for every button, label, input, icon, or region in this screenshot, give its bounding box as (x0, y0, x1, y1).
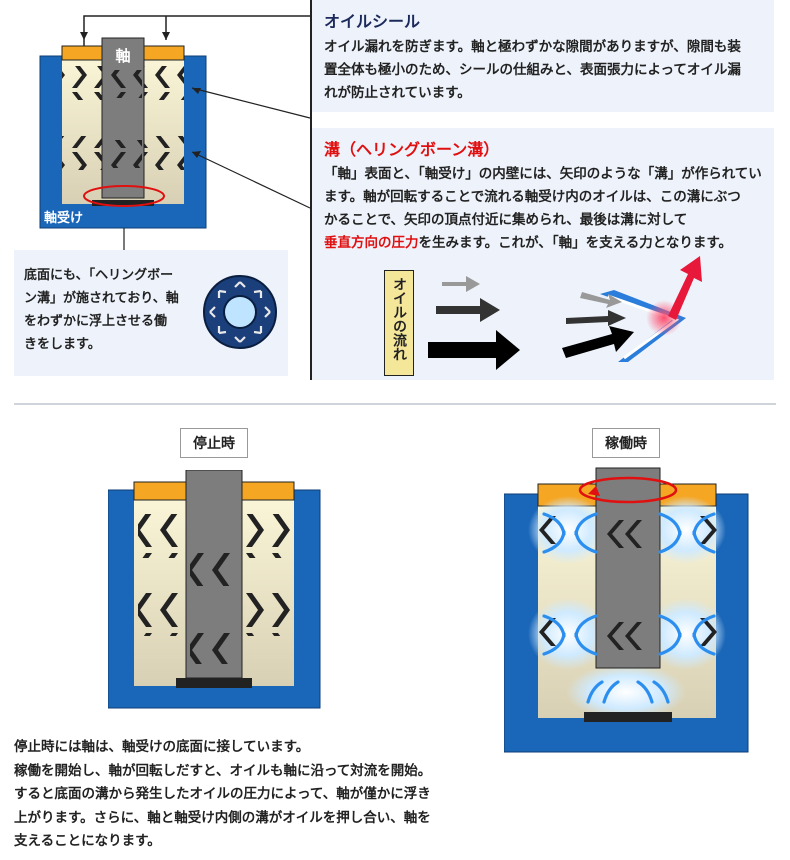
bottom-groove-highlight (83, 185, 165, 207)
oil-seal-title: オイルシール (324, 12, 421, 31)
groove-pattern (62, 66, 102, 100)
bottom-pad (584, 712, 672, 722)
oil-seal-text: オイル漏れを防ぎます。軸と極わずかな隙間がありますが、隙間も装 置全体も極小のた… (324, 39, 741, 101)
groove-title: 溝（ヘリングボーン溝） (324, 140, 500, 159)
separator-line (310, 0, 312, 380)
arrow-right-icon (428, 330, 520, 370)
top-bearing-diagram: 軸 軸受け (39, 15, 311, 250)
stopped-label: 停止時 (180, 428, 248, 458)
running-label: 稼働時 (592, 428, 660, 458)
groove-panel: 溝（ヘリングボーン溝） 「軸」表面と、「軸受け」の内壁には、矢印のような「溝」が… (312, 128, 774, 380)
rotation-arrow-icon (588, 486, 600, 496)
groove-pressure-illustration (562, 256, 702, 362)
groove-text: 「軸」表面と、「軸受け」の内壁には、矢印のような「溝」が作られてい ます。軸が回… (324, 166, 762, 251)
shaft-label: 軸 (115, 47, 130, 65)
bottom-note-panel: 底面にも、「ヘリングボー ン溝」が施されており、軸 をわずかに浮上させる働 きを… (14, 250, 288, 376)
description-text: 停止時には軸は、軸受けの底面に接しています。 稼働を開始し、軸が回転しだすと、オ… (14, 739, 432, 849)
pressure-arrow-icon (668, 256, 702, 320)
shaft (101, 37, 145, 199)
arrow-right-icon (442, 276, 480, 292)
oil-flow-arrows (428, 276, 520, 370)
oil-flow-label: オイルの流れ (391, 277, 407, 361)
stopped-diagram (108, 470, 321, 709)
bottom-groove-disc (203, 275, 277, 349)
oil-seal-panel: オイルシール オイル漏れを防ぎます。軸と極わずかな隙間がありますが、隙間も装 置… (312, 0, 774, 112)
running-diagram (504, 467, 749, 753)
oil-flow-arrows (542, 512, 716, 704)
bottom-pad (176, 678, 252, 688)
bearing-label: 軸受け (44, 210, 83, 226)
arrow-right-icon (436, 298, 500, 322)
oil-flow-label-box: オイルの流れ (384, 270, 414, 376)
bottom-note-text: 底面にも、「ヘリングボー ン溝」が施されており、軸 をわずかに浮上させる働 きを… (24, 268, 179, 352)
section-divider (14, 403, 776, 405)
rotation-indicator (578, 476, 678, 504)
